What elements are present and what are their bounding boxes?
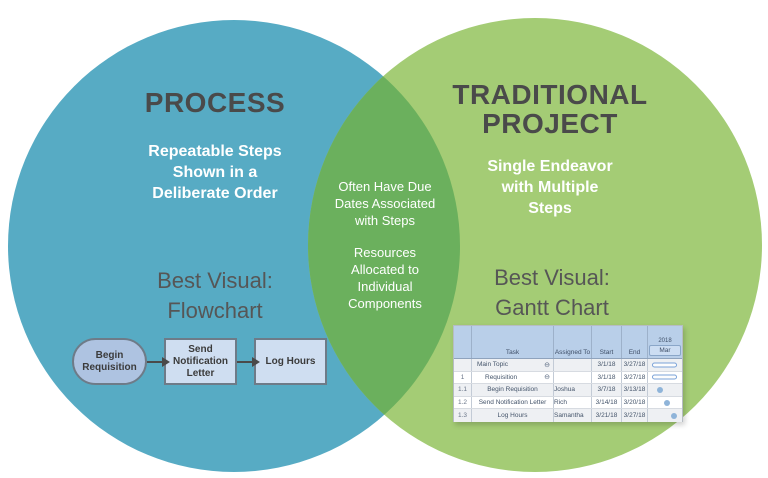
gantt-milestone-dot: [656, 386, 663, 393]
gantt-task-label: Send Notification Letter: [478, 399, 547, 407]
gantt-header-task: Task: [472, 326, 554, 358]
gantt-header-timeline: 2018 Mar: [648, 326, 682, 358]
gantt-task-label: Begin Requisition: [487, 386, 538, 394]
traditional-project-description: Single Endeavor with Multiple Steps: [487, 158, 613, 217]
gantt-task-label: Log Hours: [497, 412, 528, 420]
gantt-header-assigned-to: Assigned To: [554, 326, 592, 358]
gantt-milestone-dot: [671, 412, 678, 419]
gantt-header-row: Task Assigned To Start End 2018 Mar: [454, 326, 682, 359]
flowchart-node-send-notification-letter: Send Notification Letter: [164, 338, 237, 385]
flowchart-node-begin-requisition: Begin Requisition: [72, 338, 147, 385]
gantt-summary-bar: [652, 374, 678, 380]
gantt-header-start: Start: [592, 326, 622, 358]
process-title: PROCESS: [144, 87, 286, 118]
gantt-row-log-hours: 1.3 Log Hours Samantha 3/21/18 3/27/18: [454, 409, 682, 422]
gantt-summary-bar: [652, 362, 678, 368]
project-best-visual-label: Best Visual: Gantt Chart: [494, 265, 610, 320]
process-description: Repeatable Steps Shown in a Deliberate O…: [148, 143, 282, 202]
traditional-project-title: TRADITIONAL PROJECT: [452, 79, 648, 139]
gantt-row-main-topic: Main Topic⊖ 3/1/18 3/27/18: [454, 359, 682, 372]
collapse-icon: ⊖: [544, 374, 550, 382]
gantt-row-begin-requisition: 1.1 Begin Requisition Joshua 3/7/18 3/13…: [454, 384, 682, 397]
gantt-milestone-dot: [663, 399, 670, 406]
gantt-header-number-column: [454, 326, 472, 358]
flowchart: Begin Requisition Send Notification Lett…: [72, 338, 327, 385]
gantt-row-requisition: 1 Requisition⊖ 3/1/18 3/27/18: [454, 371, 682, 385]
overlap-point-resources: Resources Allocated to Individual Compon…: [348, 245, 422, 311]
flow-arrow-icon: [237, 356, 260, 367]
gantt-task-label: Main Topic: [477, 361, 508, 369]
gantt-header-end: End: [622, 326, 648, 358]
collapse-icon: ⊖: [544, 361, 550, 369]
flow-arrow-icon: [147, 356, 170, 367]
flowchart-node-log-hours: Log Hours: [254, 338, 327, 385]
overlap-point-due-dates: Often Have Due Dates Associated with Ste…: [334, 179, 436, 228]
gantt-month-button: Mar: [649, 345, 681, 356]
gantt-chart: Task Assigned To Start End 2018 Mar Main…: [453, 325, 683, 422]
process-best-visual-label: Best Visual: Flowchart: [157, 268, 273, 323]
gantt-year-label: 2018: [658, 338, 672, 344]
gantt-task-label: Requisition: [485, 373, 518, 381]
gantt-row-send-notification-letter: 1.2 Send Notification Letter Rich 3/14/1…: [454, 396, 682, 410]
